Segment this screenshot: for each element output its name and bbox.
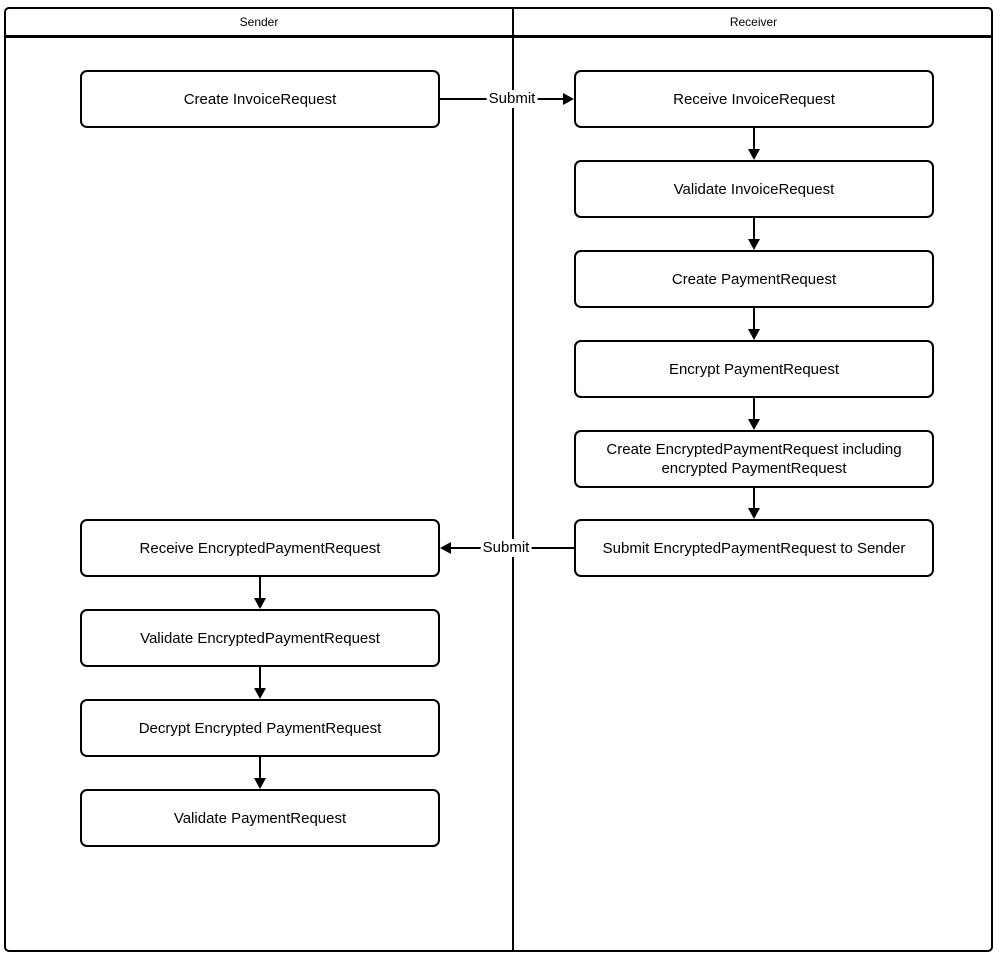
arrow-create-to-encrypt-payment bbox=[748, 308, 760, 340]
arrow-left-icon bbox=[440, 542, 451, 554]
arrow-shaft bbox=[259, 757, 261, 780]
arrow-validate-encrypted-to-decrypt bbox=[254, 667, 266, 699]
node-decrypt-encrypted-paymentrequest: Decrypt Encrypted PaymentRequest bbox=[80, 699, 440, 757]
node-validate-paymentrequest: Validate PaymentRequest bbox=[80, 789, 440, 847]
arrow-shaft bbox=[753, 128, 755, 151]
arrow-down-icon bbox=[748, 329, 760, 340]
node-create-paymentrequest: Create PaymentRequest bbox=[574, 250, 934, 308]
arrow-shaft bbox=[753, 398, 755, 421]
arrow-validate-invoice-to-create-payment bbox=[748, 218, 760, 250]
swimlane-frame bbox=[4, 7, 993, 952]
arrow-shaft bbox=[753, 308, 755, 331]
arrow-down-icon bbox=[748, 149, 760, 160]
node-validate-invoicerequest: Validate InvoiceRequest bbox=[574, 160, 934, 218]
arrow-right-icon bbox=[563, 93, 574, 105]
node-receive-invoicerequest: Receive InvoiceRequest bbox=[574, 70, 934, 128]
node-validate-encryptedpaymentrequest: Validate EncryptedPaymentRequest bbox=[80, 609, 440, 667]
arrow-decrypt-to-validate-payment bbox=[254, 757, 266, 789]
node-create-invoicerequest: Create InvoiceRequest bbox=[80, 70, 440, 128]
arrow-down-icon bbox=[254, 598, 266, 609]
lane-divider bbox=[512, 7, 514, 952]
lane-header-separator bbox=[4, 35, 993, 38]
arrow-shaft bbox=[259, 577, 261, 600]
edge-label-submit-payment: Submit bbox=[480, 539, 532, 557]
arrow-down-icon bbox=[748, 419, 760, 430]
lane-header-receiver: Receiver bbox=[729, 15, 778, 29]
arrow-down-icon bbox=[748, 508, 760, 519]
arrow-encrypt-to-create-encrypted bbox=[748, 398, 760, 430]
node-encrypt-paymentrequest: Encrypt PaymentRequest bbox=[574, 340, 934, 398]
arrow-shaft bbox=[753, 488, 755, 510]
lane-header-sender: Sender bbox=[239, 15, 279, 29]
arrow-down-icon bbox=[254, 688, 266, 699]
arrow-receive-to-validate-invoice bbox=[748, 128, 760, 160]
node-submit-encryptedpaymentrequest: Submit EncryptedPaymentRequest to Sender bbox=[574, 519, 934, 577]
arrow-receive-to-validate-encrypted bbox=[254, 577, 266, 609]
edge-label-submit-invoice: Submit bbox=[486, 90, 538, 108]
arrow-create-encrypted-to-submit bbox=[748, 488, 760, 519]
arrow-shaft bbox=[259, 667, 261, 690]
node-create-encryptedpaymentrequest: Create EncryptedPaymentRequest including… bbox=[574, 430, 934, 488]
arrow-shaft bbox=[753, 218, 755, 241]
arrow-down-icon bbox=[748, 239, 760, 250]
node-receive-encryptedpaymentrequest: Receive EncryptedPaymentRequest bbox=[80, 519, 440, 577]
arrow-down-icon bbox=[254, 778, 266, 789]
